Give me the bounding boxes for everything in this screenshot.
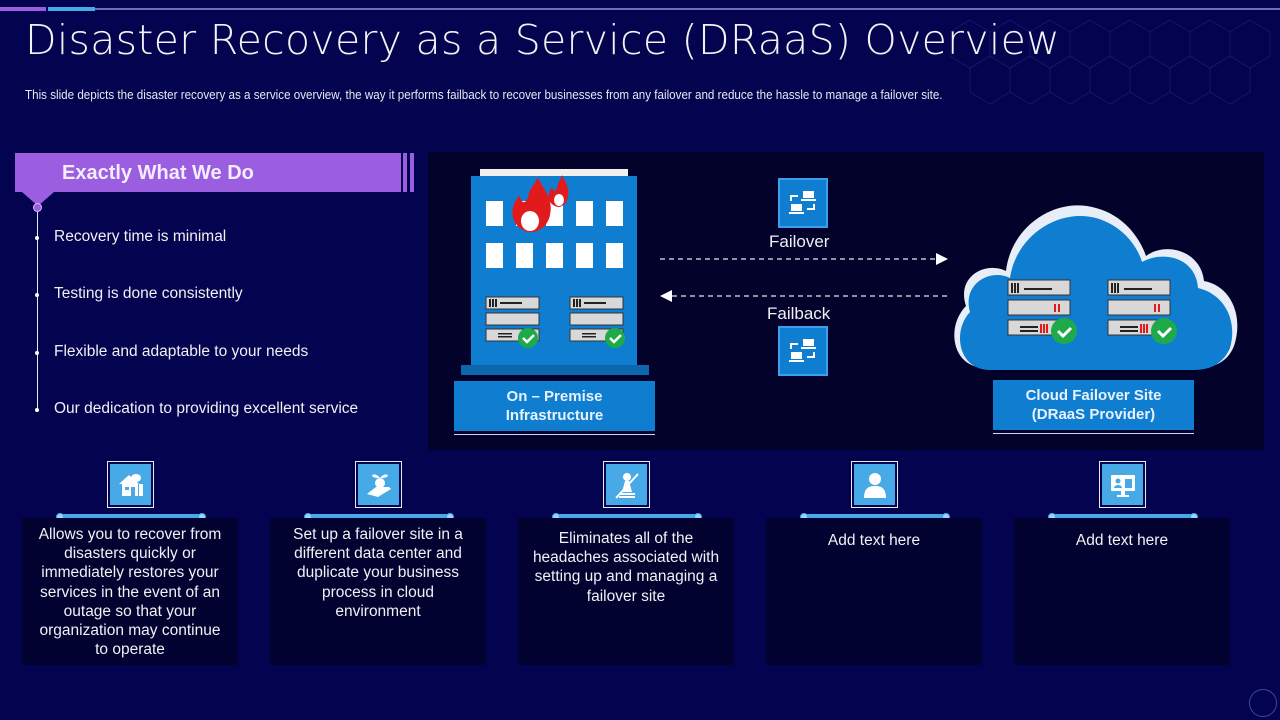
what-we-do-heading: Exactly What We Do [62,162,254,184]
check-icon [605,328,625,348]
card-icon-frame [107,461,154,508]
flow-arrows [660,253,948,302]
fire-icon [512,175,569,233]
slide-marker-icon [1249,689,1277,717]
bullet-icon [35,236,39,240]
banner-stripe [410,153,414,192]
caption-line: Cloud Failover Site [1025,387,1162,404]
banner-pointer [22,192,54,206]
feature-card: Add text here [766,518,982,665]
failback-icon [778,326,828,376]
caption-underline [454,434,655,435]
bullet-icon [35,351,39,355]
page-subtitle: This slide depicts the disaster recovery… [25,88,943,102]
accent-bar-blue [48,7,95,11]
arrowhead-icon [936,253,948,265]
no-headache-icon [614,472,639,499]
user-icon [863,472,886,498]
page-title: Disaster Recovery as a Service (DRaaS) O… [25,16,1060,64]
what-we-do-item: Our dedication to providing excellent se… [54,400,359,417]
monitor-users-icon [1110,474,1135,497]
transfer-computers-icon [789,191,816,214]
feature-card: Set up a failover site in a different da… [270,518,486,665]
caption-line: Infrastructure [505,407,604,424]
bullet-icon [35,293,39,297]
feature-card: Add text here [1014,518,1230,665]
server-rack-icon [1007,279,1077,344]
check-icon [1051,318,1077,344]
house-disaster-icon [118,473,143,496]
caption-underline [993,433,1194,434]
timeline-line [37,212,38,412]
what-we-do-item: Flexible and adaptable to your needs [54,343,309,360]
what-we-do-item: Recovery time is minimal [54,228,227,245]
card-icon-frame [355,461,402,508]
accent-bar-purple [0,7,46,11]
check-icon [518,328,538,348]
failover-icon [778,178,828,228]
arrowhead-icon [660,290,672,302]
hand-plant-icon [366,473,391,497]
building-icon [461,169,649,375]
failback-label: Failback [767,304,831,323]
feature-card: Allows you to recover from disasters qui… [22,518,238,665]
card-icon-frame [851,461,898,508]
what-we-do-item: Testing is done consistently [54,285,243,302]
bullet-icon [35,408,39,412]
cloud-caption: Cloud Failover Site (DRaaS Provider) [993,380,1194,430]
check-icon [1151,318,1177,344]
hexagon-pattern [950,19,1271,105]
cloud-icon [954,205,1238,370]
transfer-computers-icon [789,339,816,362]
card-icon-frame [603,461,650,508]
timeline-dot [33,203,42,212]
card-icon-frame [1099,461,1146,508]
header-rule [95,8,1280,10]
server-rack-icon [485,296,540,348]
server-rack-icon [569,296,625,348]
failover-label: Failover [769,232,830,251]
feature-card: Eliminates all of the headaches associat… [518,518,734,665]
caption-line: On – Premise [506,388,603,405]
caption-line: (DRaaS Provider) [1031,406,1156,423]
what-we-do-banner: Exactly What We Do [15,153,401,192]
banner-stripe [403,153,407,192]
server-rack-icon [1107,279,1177,344]
